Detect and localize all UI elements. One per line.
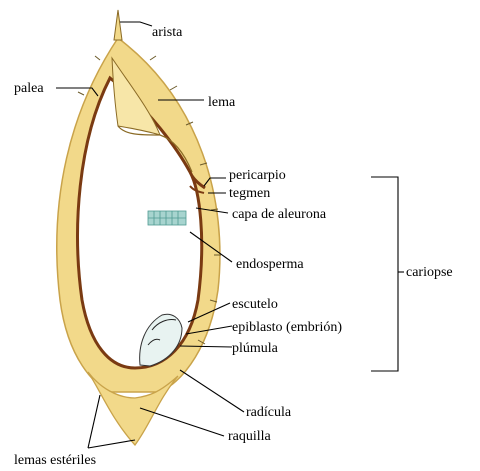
label-pericarpio: pericarpio	[229, 168, 286, 183]
label-lemas-esteriles: lemas estériles	[14, 453, 96, 468]
label-cariopse: cariopse	[406, 265, 453, 280]
label-tegmen: tegmen	[229, 186, 270, 201]
label-endosperma: endosperma	[236, 257, 304, 272]
label-radicula: radícula	[246, 405, 292, 420]
label-plumula: plúmula	[232, 341, 279, 356]
label-palea: palea	[14, 81, 44, 96]
label-lema: lema	[208, 95, 236, 110]
awn	[114, 10, 122, 40]
label-epiblasto: epiblasto (embrión)	[232, 320, 342, 335]
label-arista: arista	[152, 25, 183, 40]
label-escutelo: escutelo	[232, 297, 278, 312]
label-raquilla: raquilla	[228, 429, 272, 444]
label-capa-aleurona: capa de aleurona	[232, 207, 327, 222]
aleurone-cells	[148, 211, 186, 225]
